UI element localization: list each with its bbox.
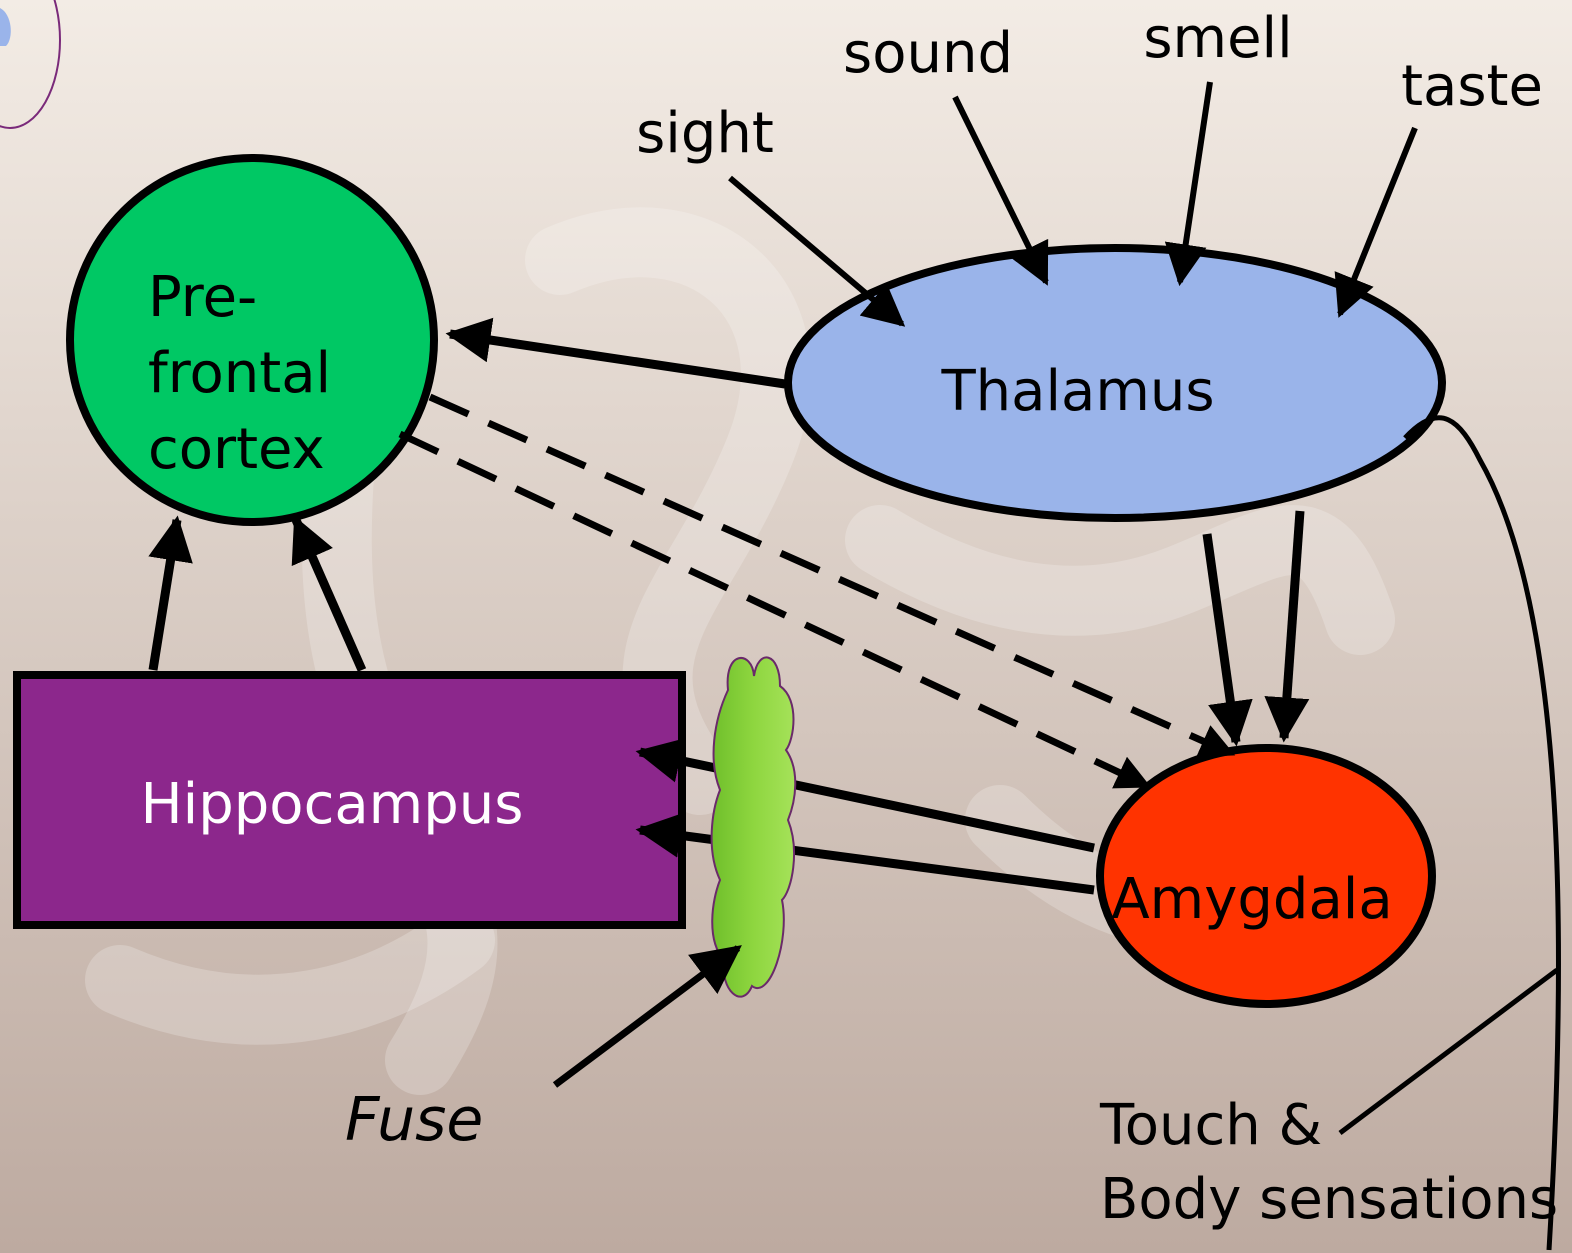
fuse-label: Fuse	[345, 1085, 483, 1155]
sense-label-sight: sight	[636, 101, 774, 166]
thalamus-label: Thalamus	[940, 359, 1214, 424]
hippocampus-label: Hippocampus	[141, 772, 524, 837]
sense-label-touch-line2: Body sensations	[1100, 1167, 1558, 1232]
amygdala-label: Amygdala	[1111, 867, 1392, 932]
sense-label-touch-line1: Touch &	[1099, 1093, 1322, 1158]
prefrontal-label-line3: cortex	[148, 417, 325, 482]
sense-label-smell: smell	[1143, 6, 1292, 71]
sense-label-taste: taste	[1401, 54, 1543, 119]
prefrontal-label-line2: frontal	[148, 341, 331, 406]
sense-label-sound: sound	[843, 21, 1013, 86]
prefrontal-label-line1: Pre-	[148, 265, 257, 330]
